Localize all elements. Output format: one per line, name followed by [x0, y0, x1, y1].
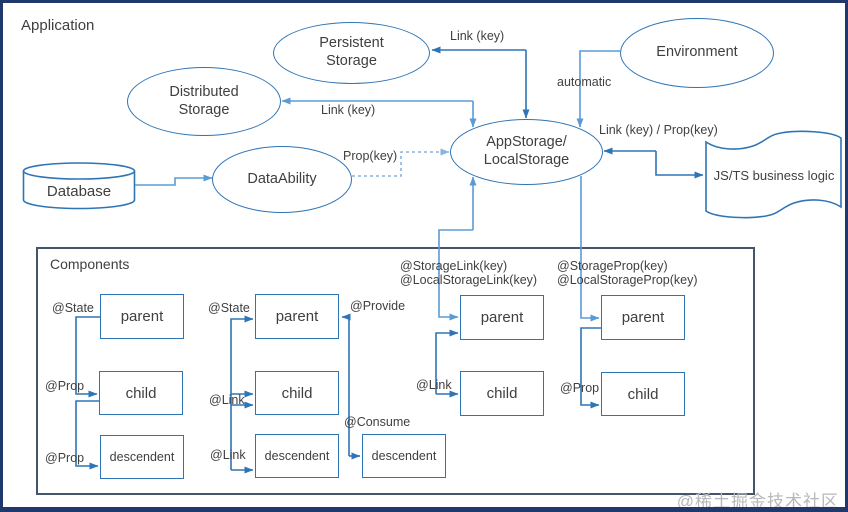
g2-link-descendent-label: @Link	[210, 448, 246, 462]
g1-prop-descendent-label: @Prop	[45, 451, 85, 465]
g3-header-line2: @LocalStorageLink(key)	[400, 273, 538, 287]
g2-provide-label: @Provide	[350, 299, 406, 313]
g2-consume-label: @Consume	[344, 415, 411, 429]
node-label: DataAbility	[247, 170, 317, 187]
node-label: Distributed	[169, 83, 239, 100]
edge-appstorage-group3-parent	[438, 229, 473, 321]
box-label: child	[125, 384, 157, 402]
g3-header-line1: @StorageLink(key)	[400, 259, 508, 273]
node-distributed-storage: Distributed Storage	[127, 67, 281, 136]
edge-g2-trunk-parent	[230, 315, 254, 470]
g4-prop-label: @Prop	[560, 381, 600, 395]
g2-link-child-label: @Link	[209, 393, 245, 407]
node-dataability: DataAbility	[212, 146, 352, 213]
edge-g4-parent-child	[580, 327, 601, 409]
box-label: parent	[120, 308, 164, 325]
node-label: Environment	[656, 44, 738, 61]
box-label: descendent	[371, 449, 437, 463]
g4-child-box: child	[601, 372, 685, 416]
box-label: child	[627, 385, 659, 403]
g2-child-box: child	[255, 371, 339, 415]
node-appstorage-localstorage: AppStorage/ LocalStorage	[450, 119, 603, 185]
connector-layer	[22, 46, 842, 474]
components-label: Components	[50, 256, 130, 272]
box-label: descendent	[264, 449, 330, 463]
node-label: AppStorage/	[486, 134, 567, 151]
edge-g1-child-descendent	[75, 400, 99, 470]
node-persistent-storage: Persistent Storage	[273, 22, 430, 84]
node-label: Persistent	[319, 35, 384, 52]
edge-label-automatic: automatic	[557, 75, 612, 89]
node-business-logic-label: JS/TS business logic	[713, 167, 835, 183]
box-label: parent	[621, 309, 665, 326]
box-label: descendent	[109, 450, 175, 464]
g1-parent-box: parent	[100, 294, 184, 339]
box-label: child	[486, 385, 518, 402]
g4-parent-box: parent	[601, 295, 685, 340]
g1-descendent-box: descendent	[100, 435, 184, 479]
g4-header-line2: @LocalStorageProp(key)	[557, 273, 698, 287]
g1-state-label: @State	[52, 301, 94, 315]
node-database-label: Database	[46, 182, 112, 200]
g4-header-line1: @StorageProp(key)	[557, 259, 668, 273]
edge-appstorage-business	[655, 151, 704, 179]
g1-child-box: child	[99, 371, 183, 415]
edge-label-prop-key: Prop(key)	[343, 149, 398, 163]
node-label: LocalStorage	[483, 152, 570, 168]
edge-label-link-prop-key: Link (key) / Prop(key)	[599, 123, 718, 137]
box-label: parent	[275, 308, 319, 325]
edge-label-distributed-link: Link (key)	[321, 103, 376, 117]
node-environment: Environment	[620, 18, 774, 88]
edge-g2-provide-parent	[341, 313, 351, 456]
business-logic-shape	[705, 130, 842, 219]
box-label: child	[281, 384, 313, 402]
watermark: @稀土掘金技术社区	[676, 492, 839, 511]
application-label: Application	[21, 17, 95, 34]
node-label: Storage	[178, 101, 230, 118]
box-label: parent	[480, 309, 524, 326]
database-cylinder	[22, 162, 136, 210]
edge-label-persistent-link: Link (key)	[450, 29, 505, 43]
edge-database-dataability	[135, 174, 213, 186]
g3-link-label: @Link	[416, 378, 452, 392]
g1-prop-child-label: @Prop	[45, 379, 85, 393]
edge-appstorage-group4-parent	[580, 176, 600, 322]
edge-dataability-appstorage	[352, 148, 450, 177]
g3-parent-box: parent	[460, 295, 544, 340]
g2-descendent-box: descendent	[255, 434, 339, 478]
g2-parent-box: parent	[255, 294, 339, 339]
edge-g1-parent-child	[75, 316, 100, 398]
components-panel	[36, 247, 755, 495]
g3-child-box: child	[460, 371, 544, 416]
edge-environment-appstorage	[576, 50, 620, 128]
node-label: Storage	[326, 53, 377, 69]
g2-state-label: @State	[208, 301, 250, 315]
g2-consumer-descendent-box: descendent	[362, 434, 446, 478]
edge-g3-link-parent	[435, 329, 459, 394]
